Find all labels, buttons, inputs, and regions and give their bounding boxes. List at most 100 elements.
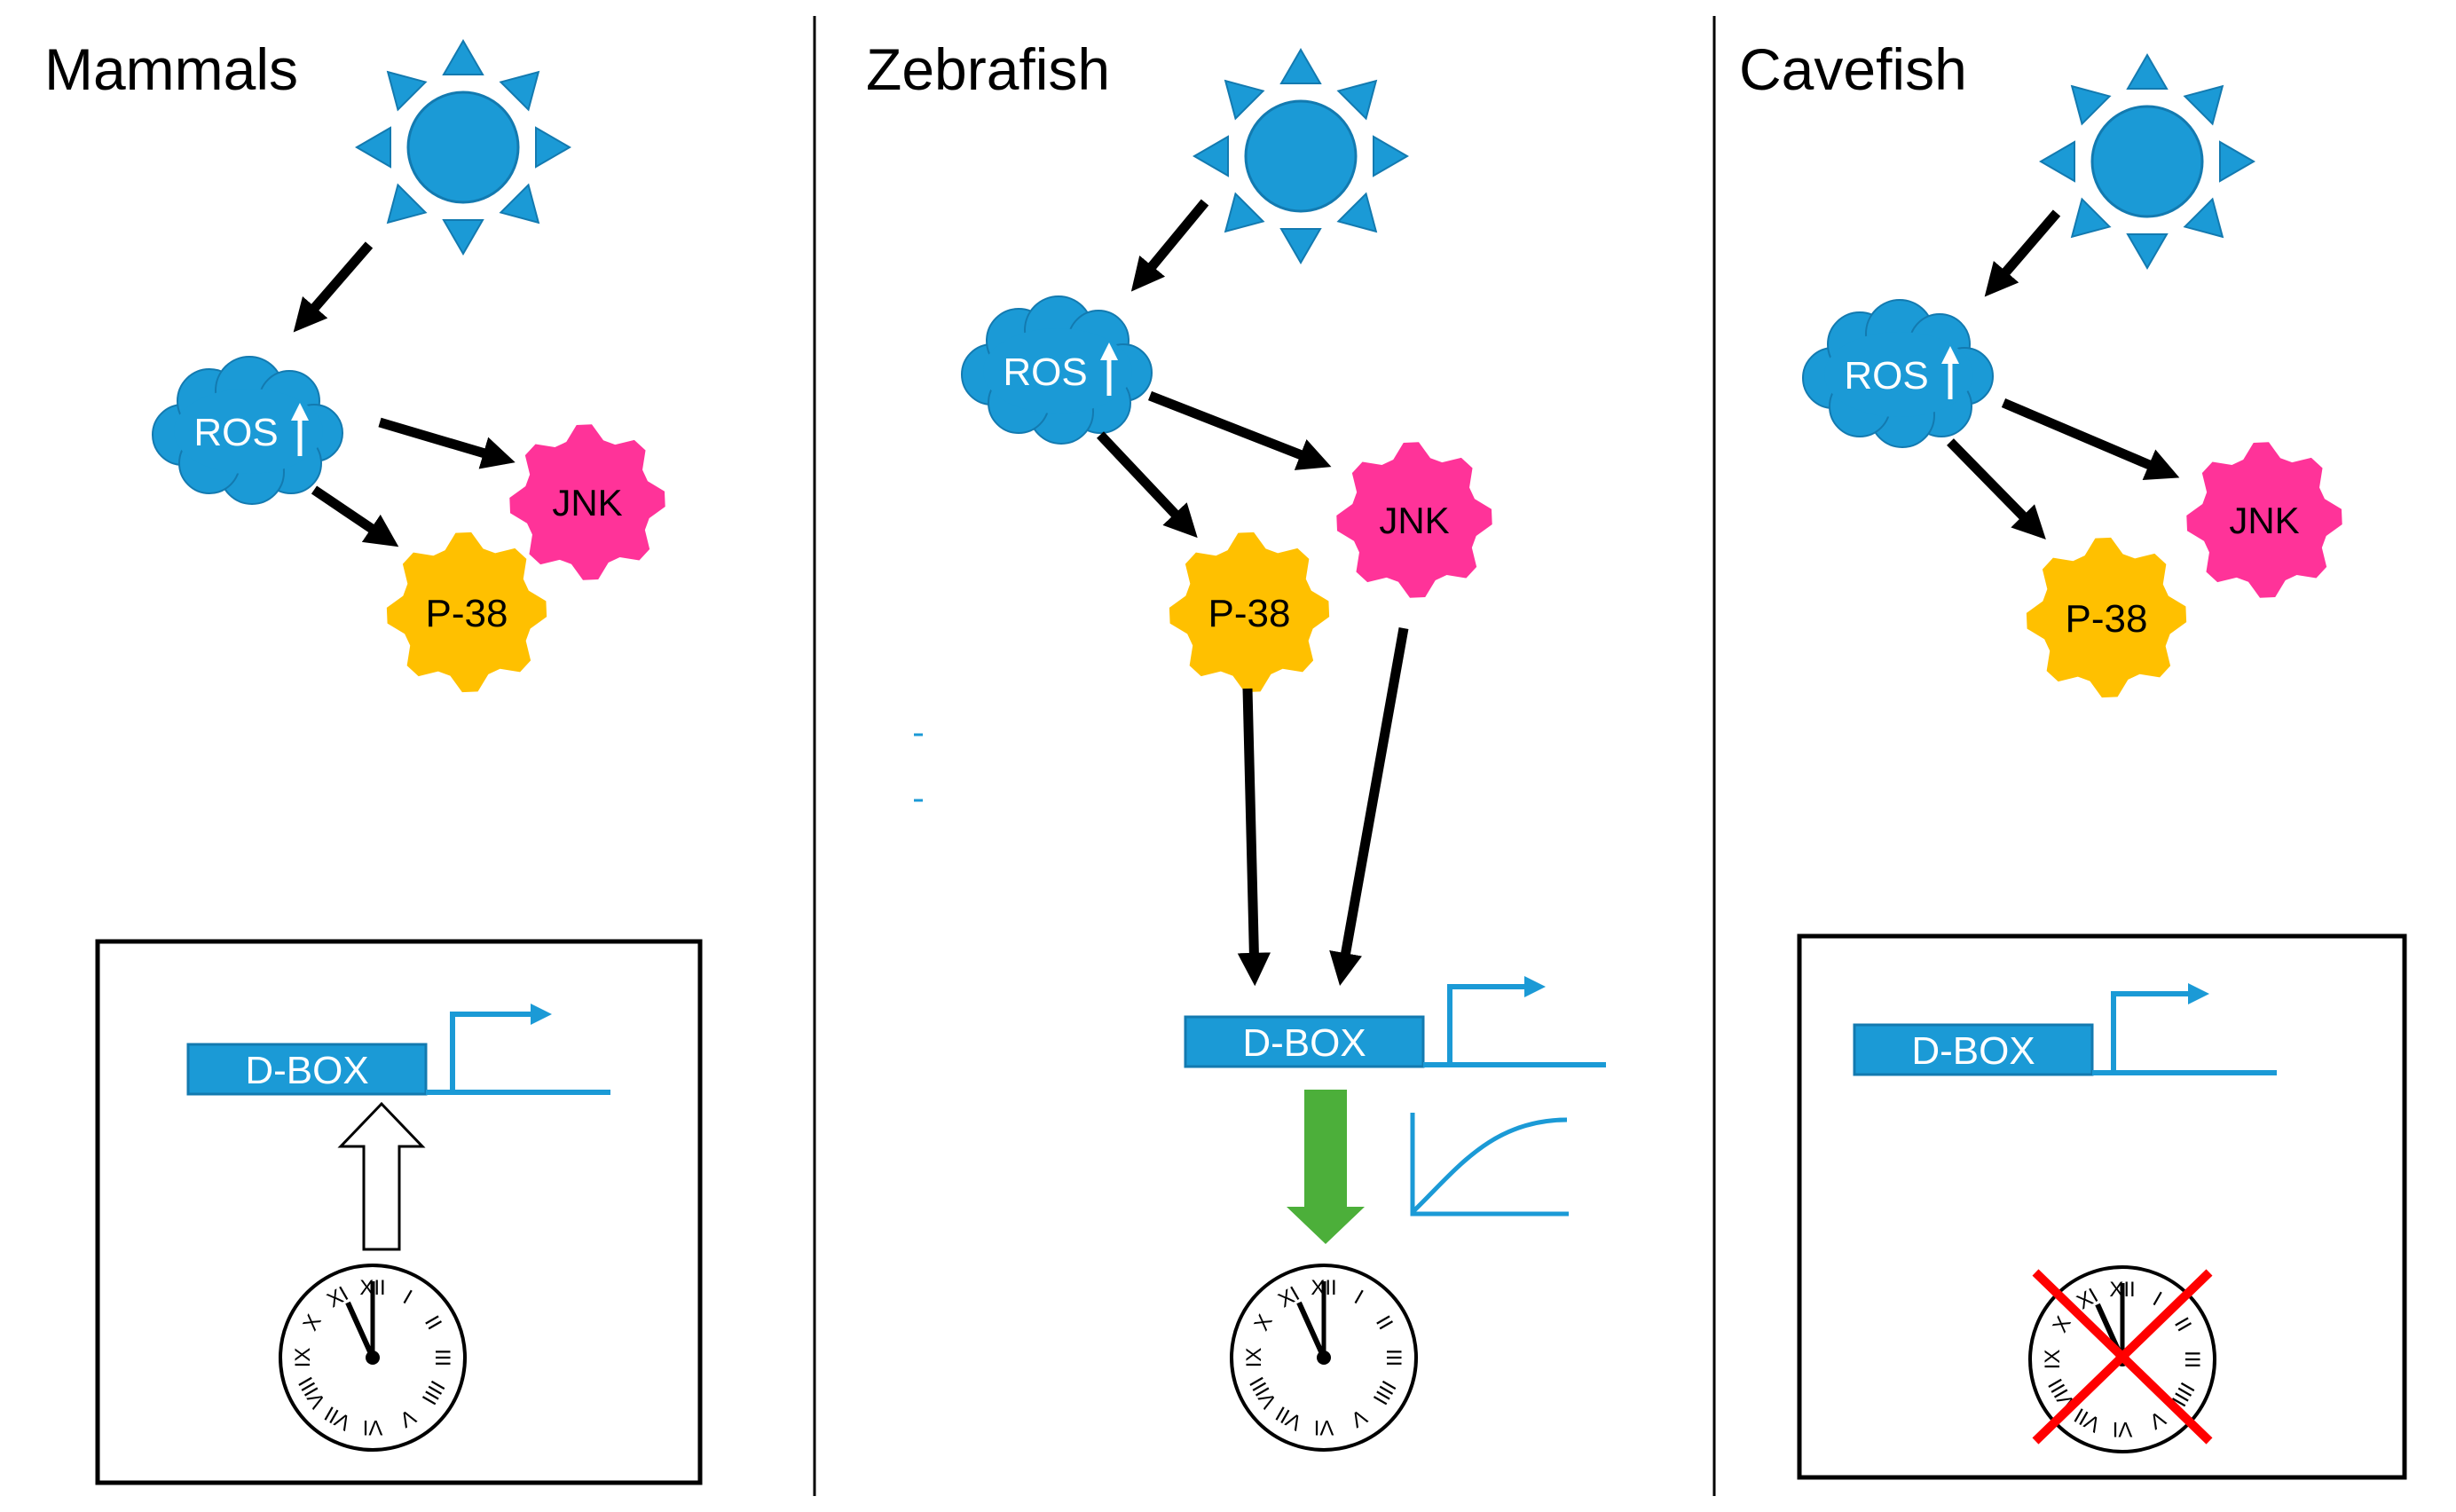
dbox-label: D-BOX xyxy=(1911,1029,2035,1073)
gear-shape xyxy=(2186,442,2342,598)
sun-ray xyxy=(499,70,540,112)
sun-ray xyxy=(1336,79,1378,121)
sun-ray xyxy=(499,183,540,224)
p38-label: P-38 xyxy=(426,592,508,635)
gear-shape xyxy=(1169,532,1330,693)
ros-label: ROS xyxy=(1844,354,1928,398)
cloud-shape xyxy=(1802,299,1994,448)
sun-ray xyxy=(1336,192,1378,233)
panel-title-mammals: Mammals xyxy=(44,36,299,102)
green-arrow xyxy=(1287,1090,1365,1244)
sun-ray xyxy=(442,39,484,75)
arrow-ros-to-jnk xyxy=(2001,398,2180,480)
sun-ray xyxy=(2039,140,2075,183)
sun-ray xyxy=(2126,233,2169,270)
arrow-ros-to-jnk xyxy=(1147,390,1332,470)
ros-cloud: ROS xyxy=(1802,299,1994,448)
panel-title-cavefish: Cavefish xyxy=(1739,36,1967,102)
p38-kinase: P-38 xyxy=(386,532,547,693)
gear-shape xyxy=(386,532,547,693)
clock-center xyxy=(366,1351,380,1365)
p38-label: P-38 xyxy=(2066,597,2148,641)
arrow-ros-to-p38 xyxy=(311,485,399,547)
sun-ray xyxy=(2183,197,2224,239)
open-arrow xyxy=(337,1101,426,1251)
dbox-element xyxy=(1853,1023,2094,1076)
jnk-label: JNK xyxy=(552,482,622,524)
arrow-ros-to-jnk xyxy=(378,417,516,469)
up-arrow-head xyxy=(291,403,309,421)
sun-disc xyxy=(2090,105,2204,218)
sun-disc xyxy=(1244,99,1358,213)
clock-numeral: III xyxy=(2180,1351,2204,1368)
sun-ray xyxy=(386,70,428,112)
ros-cloud: ROS xyxy=(961,295,1153,445)
dbox-element xyxy=(1184,1015,1425,1068)
ros-label: ROS xyxy=(1003,350,1087,394)
arrow-sun-to-ros xyxy=(1984,209,2061,297)
transcription-start-arrow xyxy=(1423,976,1606,1067)
sun-ray xyxy=(1279,48,1322,84)
clock-numeral: VI xyxy=(1314,1415,1334,1439)
arrow-sun-to-ros xyxy=(1130,199,1209,292)
gear-shape xyxy=(2026,537,2187,698)
arrow-ros-to-p38 xyxy=(1947,438,2046,540)
clock-numeral: III xyxy=(430,1349,454,1366)
jnk-label: JNK xyxy=(1379,500,1449,541)
sun-disc xyxy=(406,91,520,204)
sun-ray xyxy=(2219,140,2255,183)
sun-ray xyxy=(355,126,391,169)
clock-numeral: IX xyxy=(291,1348,315,1368)
sun-ray xyxy=(2070,84,2112,126)
sun-icon xyxy=(2039,53,2255,270)
promoter-box xyxy=(95,939,703,1485)
up-arrow-head xyxy=(1100,343,1118,360)
p38-kinase: P-38 xyxy=(1169,532,1330,693)
clock-icon: XIIIIIIIIIIIIVVIVIIVIIIIXXXI xyxy=(279,1264,467,1452)
ros-label: ROS xyxy=(193,411,278,454)
p38-label: P-38 xyxy=(1208,592,1291,635)
arrow-jnk-to-dbox xyxy=(1329,627,1409,987)
sun-ray xyxy=(1279,228,1322,264)
cloud-shape xyxy=(152,356,343,505)
clock-hour-hand xyxy=(345,1301,375,1359)
transcription-start-arrow xyxy=(2092,983,2277,1075)
cross-icon xyxy=(2032,1269,2213,1445)
transcription-start-arrow xyxy=(426,1004,610,1095)
sun-ray xyxy=(1224,79,1265,121)
clock-center xyxy=(1317,1351,1331,1365)
ros-cloud: ROS xyxy=(152,356,343,505)
clock-numeral: VI xyxy=(2113,1417,2133,1441)
clock-numeral: IX xyxy=(2041,1350,2065,1370)
sun-icon xyxy=(1193,48,1409,264)
jnk-kinase: JNK xyxy=(1336,442,1492,598)
sun-ray xyxy=(535,126,571,169)
dbox-label: D-BOX xyxy=(1242,1021,1366,1065)
sun-ray xyxy=(2070,197,2112,239)
p38-kinase: P-38 xyxy=(2026,537,2187,698)
jnk-kinase: JNK xyxy=(2186,442,2342,598)
sun-ray xyxy=(1193,135,1229,177)
clock-numeral: III xyxy=(1382,1349,1405,1366)
sun-ray xyxy=(2183,84,2224,126)
sun-ray xyxy=(386,183,428,224)
arrow-p38-to-dbox xyxy=(1237,688,1271,987)
sun-ray xyxy=(1373,135,1409,177)
up-arrow-head xyxy=(1941,346,1959,364)
jnk-kinase: JNK xyxy=(509,424,665,580)
panel-title-zebrafish: Zebrafish xyxy=(866,36,1111,102)
clock-icon: XIIIIIIIIIIIIVVIVIIVIIIIXXXI xyxy=(1230,1264,1418,1452)
jnk-label: JNK xyxy=(2229,500,2299,541)
sun-ray xyxy=(442,219,484,256)
sun-ray xyxy=(1224,192,1265,233)
sun-ray xyxy=(2126,53,2169,90)
arrow-sun-to-ros xyxy=(293,241,374,333)
dbox-label: D-BOX xyxy=(245,1049,368,1092)
gear-shape xyxy=(509,424,665,580)
gear-shape xyxy=(1336,442,1492,598)
induction-curve xyxy=(1410,1113,1569,1217)
clock-hour-hand xyxy=(1296,1301,1326,1359)
sun-icon xyxy=(355,39,571,256)
